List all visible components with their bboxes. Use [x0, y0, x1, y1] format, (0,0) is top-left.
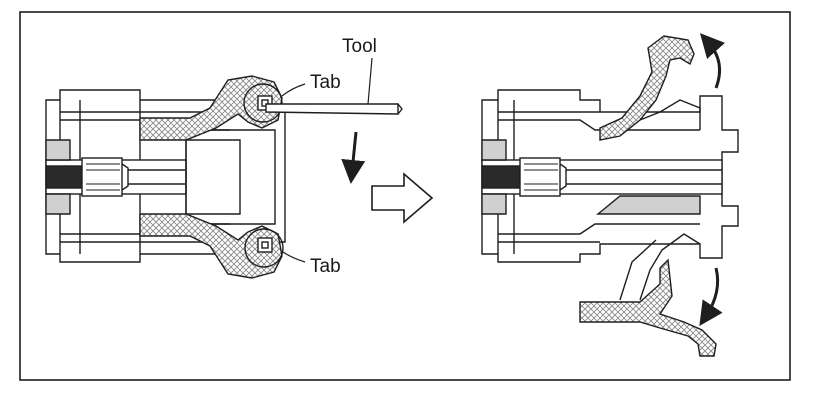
bottom-tab-leader-line	[282, 251, 306, 263]
tool-motion-arrow	[341, 131, 366, 184]
lifted-top-latch	[599, 35, 695, 141]
hollow-right-arrow-icon	[371, 172, 434, 224]
bottom-tab-highlight-circle	[244, 228, 284, 268]
released-center-pin	[481, 165, 521, 189]
installed-connector	[45, 75, 286, 279]
removal-tool	[265, 103, 403, 115]
top-tab-highlight-circle	[243, 83, 283, 123]
tool-leader-line	[367, 57, 373, 105]
diagram-frame	[19, 11, 791, 381]
upper-curved-arrow-icon	[699, 33, 725, 89]
bottom-tab-label: Tab	[310, 256, 341, 277]
released-connector	[481, 35, 739, 357]
dropped-bottom-latch	[579, 258, 717, 357]
top-tab-leader-line	[281, 83, 306, 97]
center-pin	[45, 165, 83, 189]
top-tab-label: Tab	[310, 72, 341, 93]
bottom-latch-arm	[139, 213, 283, 279]
tool-label: Tool	[342, 36, 377, 57]
lower-curved-arrow-icon	[699, 267, 723, 326]
top-latch-arm	[139, 75, 283, 141]
